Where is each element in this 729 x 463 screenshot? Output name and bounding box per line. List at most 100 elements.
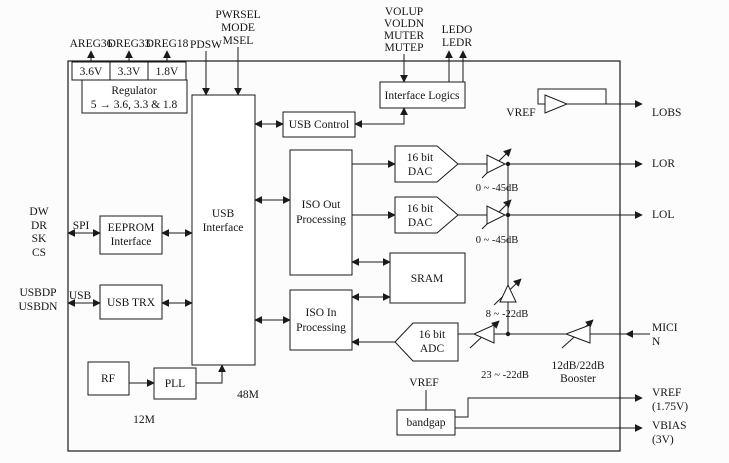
iso-in-label-line1: ISO In: [306, 307, 337, 319]
converter-shapes: [394, 88, 607, 362]
iso-in-label-line2: Processing: [296, 322, 346, 334]
eeprom-label-line2: Interface: [111, 236, 152, 248]
junctions: [505, 161, 511, 337]
pin-dw: DW: [29, 206, 48, 218]
clock-48m-label: 48M: [237, 389, 259, 401]
sidetone-gain-range: 8 ~ -22dB: [486, 309, 528, 320]
sidetone-attenuator: [499, 283, 517, 303]
pin-voldn: VOLDN: [384, 18, 425, 30]
regulator-out-18-label: 1.8V: [156, 66, 179, 78]
pin-mode: MODE: [221, 22, 255, 34]
eeprom-interface-block: [99, 215, 163, 255]
pin-vbias: VBIAS: [652, 420, 687, 432]
pll-label: PLL: [165, 378, 185, 390]
pin-dreg33: DREG33: [108, 38, 151, 50]
pin-cs: CS: [32, 247, 46, 259]
pin-mutep: MUTEP: [385, 42, 424, 54]
usb-bus-label: USB: [69, 290, 92, 302]
pin-usbdp: USBDP: [19, 287, 56, 299]
bandgap-block: [396, 409, 456, 436]
iso-in-processing-block: [289, 289, 353, 351]
junction-lol: [505, 212, 511, 218]
pin-vref-value: (1.75V): [652, 401, 688, 413]
dac1-label-line1: 16 bit: [407, 152, 434, 164]
booster-label-line1: 12dB/22dB: [551, 360, 604, 372]
adc-label-line2: ADC: [420, 343, 445, 355]
adc-gain-range: 23 ~ -22dB: [481, 370, 529, 381]
adc-shape: [394, 322, 459, 362]
pin-micin-line2: N: [652, 336, 661, 348]
usb-interface-label-line2: Interface: [203, 222, 244, 234]
dac2-shape: [394, 196, 459, 234]
lol-gain-range: 0 ~ -45dB: [476, 235, 518, 246]
usb-control-label: USB Control: [289, 119, 349, 131]
pin-lor: LOR: [652, 158, 675, 170]
pin-usbdn: USBDN: [19, 301, 59, 313]
regulator-out-33-label: 3.3V: [118, 66, 141, 78]
pin-vbias-value: (3V): [652, 434, 674, 446]
iso-out-processing-block: [289, 149, 353, 276]
pin-ledr: LEDR: [442, 37, 472, 49]
pin-volup: VOLUP: [385, 6, 423, 18]
junction-lor: [505, 161, 511, 167]
chip-boundary: [67, 60, 621, 452]
usb-trx-block: [99, 284, 163, 320]
regulator-label-line1: Regulator: [111, 85, 157, 97]
pin-lol: LOL: [652, 209, 674, 221]
eeprom-label-line1: EEPROM: [108, 222, 155, 234]
pin-vref: VREF: [652, 387, 681, 399]
wire-pll-usbif-48m: [196, 364, 226, 384]
usb-trx-label: USB TRX: [107, 297, 156, 309]
pin-ledo: LEDO: [442, 24, 473, 36]
lol-attenuator: [486, 205, 507, 225]
pin-muter: MUTER: [384, 30, 425, 42]
pin-pwrsel: PWRSEL: [215, 9, 260, 21]
junction-mic: [505, 331, 511, 337]
pin-lobs: LOBS: [652, 107, 681, 119]
usb-interface-block: [191, 94, 256, 366]
dac2-label-line1: 16 bit: [407, 203, 434, 215]
interface-logics-block: [379, 81, 466, 109]
pin-micin-line1: MICI: [652, 322, 678, 334]
pin-sk: SK: [32, 233, 47, 245]
dac1-shape: [394, 145, 459, 183]
iso-out-label-line2: Processing: [296, 214, 346, 226]
labels: AREG36 DREG33 DREG18 PDSW PWRSEL MODE MS…: [19, 6, 689, 446]
pin-dr: DR: [31, 220, 47, 232]
regulator-block: [81, 79, 188, 114]
adc-label-line1: 16 bit: [419, 329, 446, 341]
lor-gain-range: 0 ~ -45dB: [476, 183, 518, 194]
regulator-out-36-label: 3.6V: [80, 66, 103, 78]
sram-label: SRAM: [411, 273, 444, 285]
bandgap-label: bandgap: [407, 417, 446, 429]
vref-buffer-input-label: VREF: [506, 107, 535, 119]
rf-label: RF: [101, 373, 115, 385]
pin-areg36: AREG36: [70, 38, 113, 50]
pin-dreg18: DREG18: [146, 38, 189, 50]
mic-booster-amp: [564, 324, 591, 344]
rf-block: [87, 361, 130, 396]
wires: [67, 47, 650, 432]
xtal-12m-label: 12M: [133, 414, 155, 426]
wire-vref-output: [455, 394, 643, 418]
pin-msel: MSEL: [223, 35, 254, 47]
lobs-buffer-amp: [544, 94, 569, 114]
dac2-label-line2: DAC: [408, 217, 433, 229]
block-boxes: [67, 60, 621, 452]
vref-adc-reference-label: VREF: [409, 377, 438, 389]
usb-interface-label-line1: USB: [212, 208, 235, 220]
sram-block: [389, 252, 466, 304]
adc-input-attenuator: [472, 324, 495, 344]
regulator-label-line2: 5 → 3.6, 3.3 & 1.8: [91, 99, 178, 111]
spi-bus-label: SPI: [73, 220, 90, 232]
interface-logics-label: Interface Logics: [384, 90, 460, 102]
lor-attenuator: [486, 154, 507, 174]
iso-out-label-line1: ISO Out: [302, 199, 341, 211]
usb-control-block: [282, 111, 356, 138]
dac1-label-line2: DAC: [408, 166, 433, 178]
wire-usbcontrol-interfacelogics: [354, 107, 408, 128]
pll-block: [153, 367, 197, 400]
booster-label-line2: Booster: [560, 373, 596, 385]
